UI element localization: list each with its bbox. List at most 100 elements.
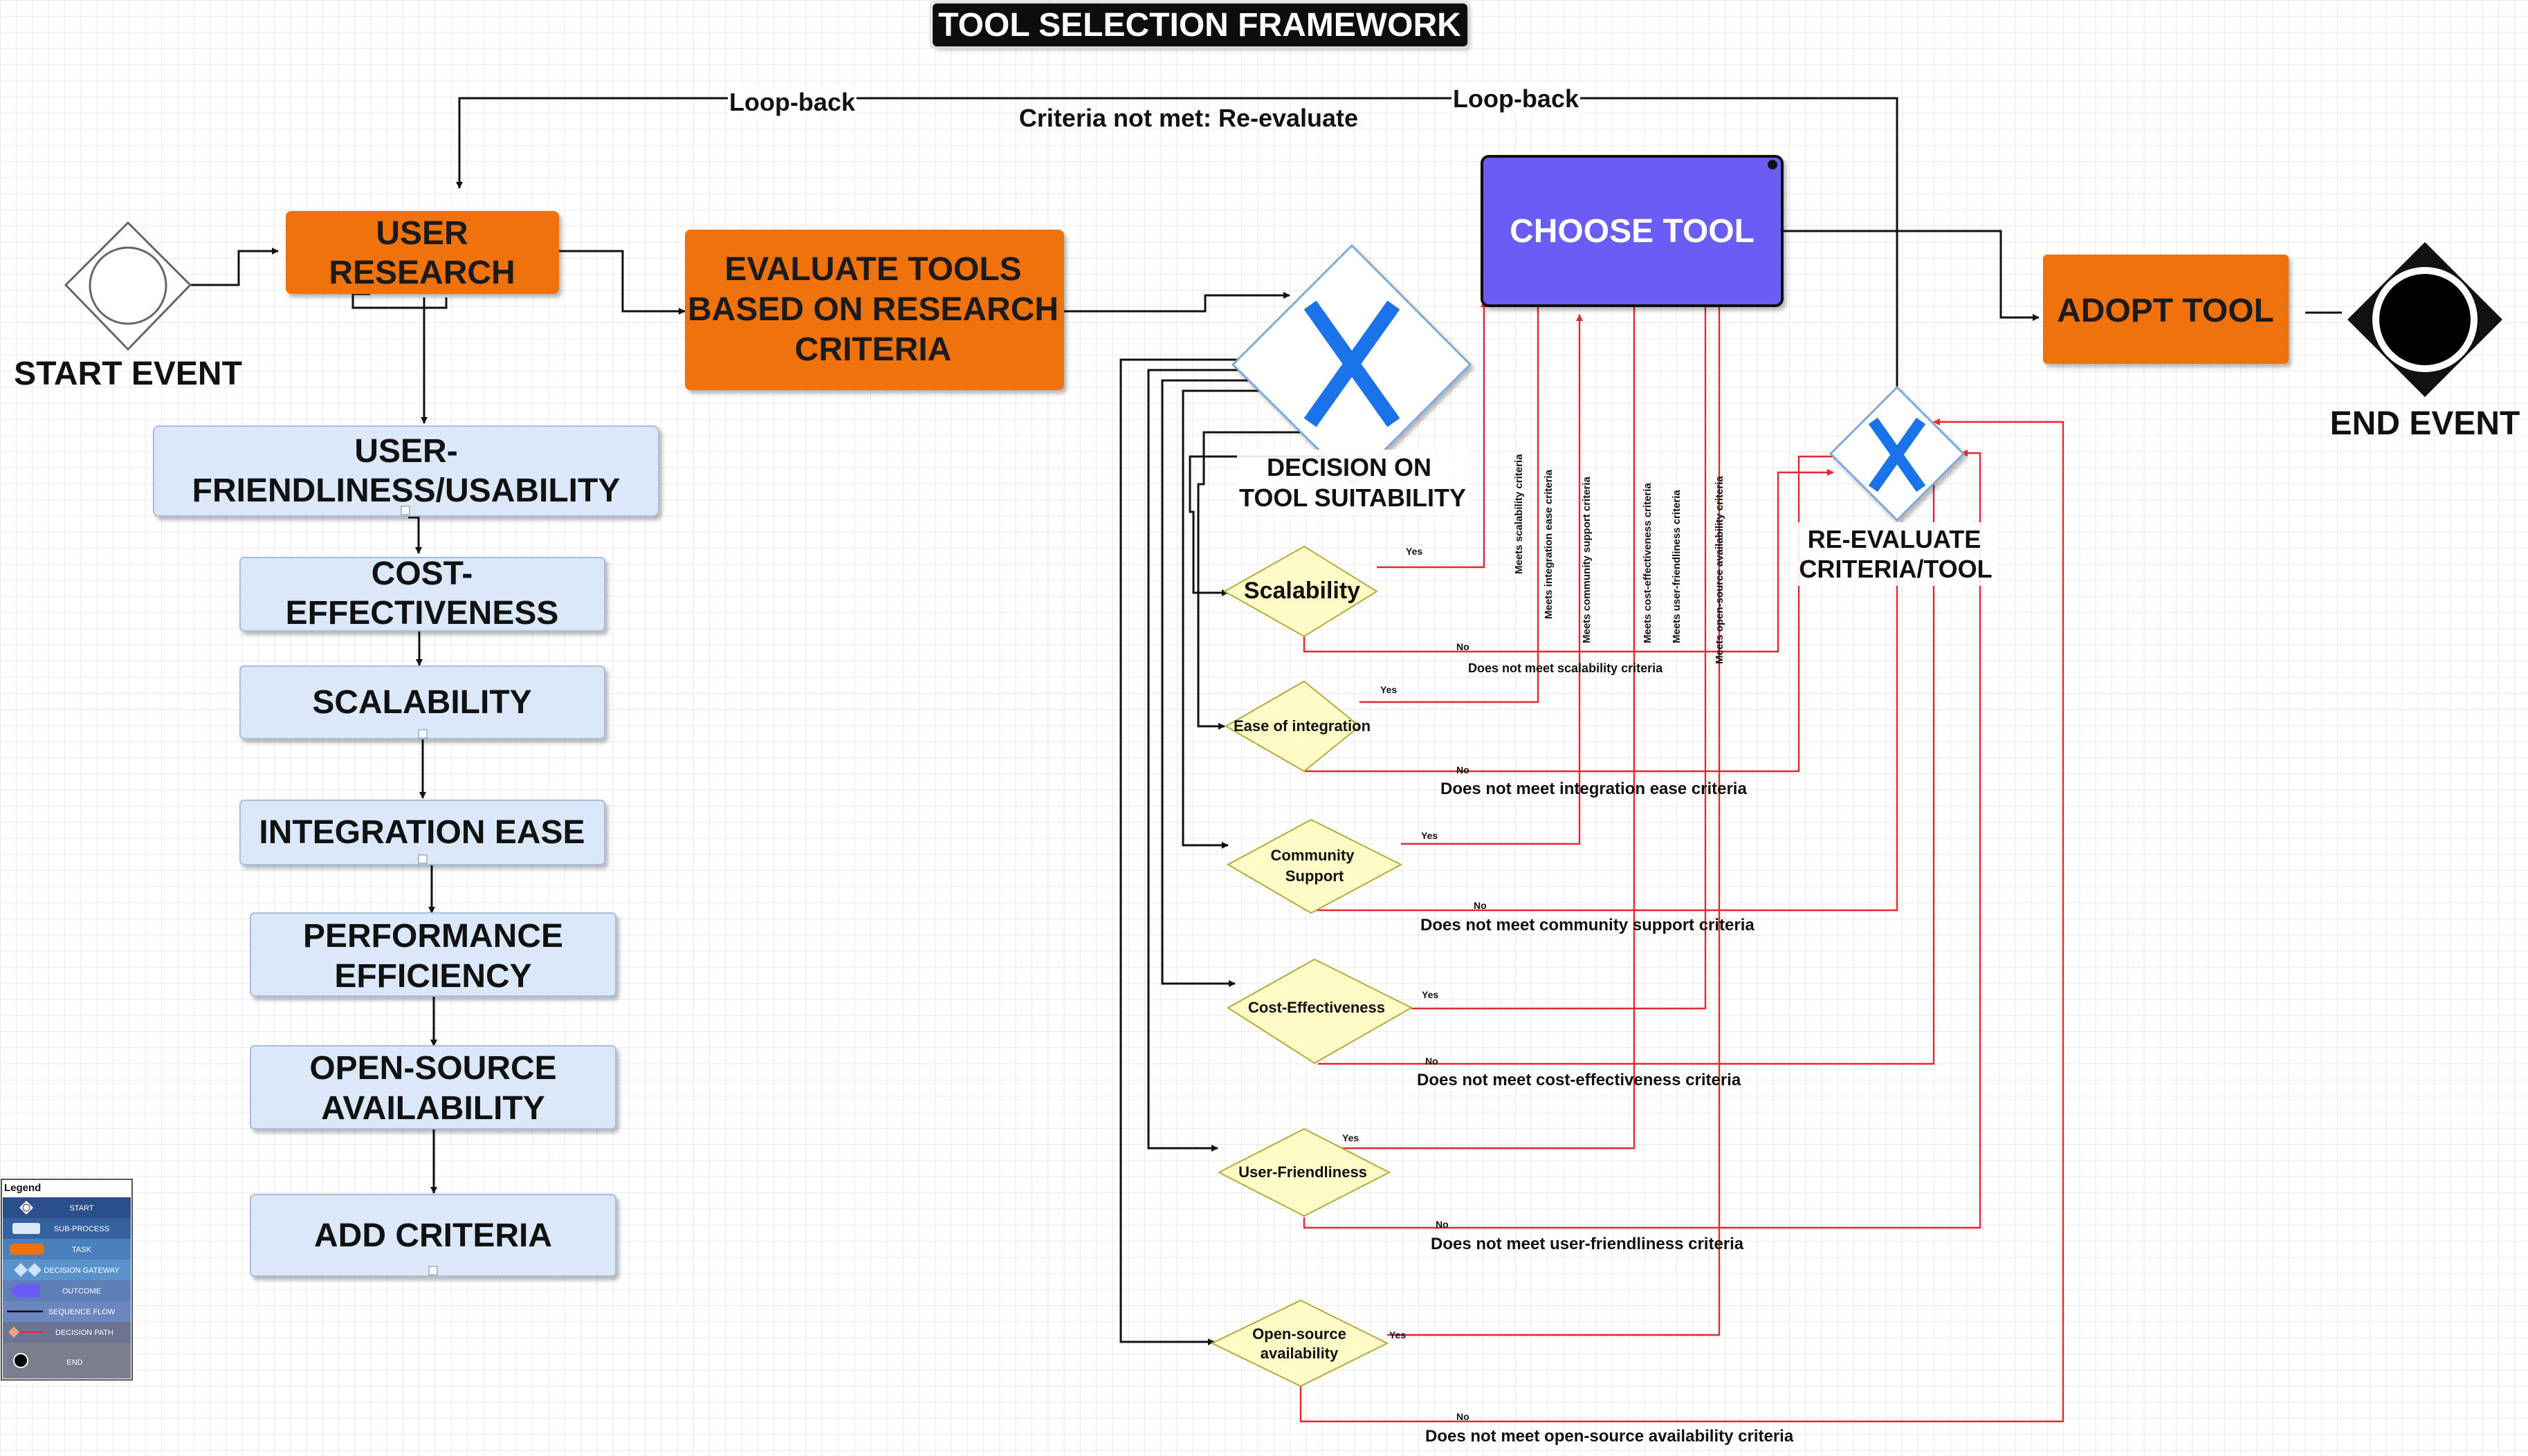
decision-integration[interactable]: Ease of integration: [1224, 680, 1371, 773]
flow-loopback: [456, 97, 1898, 432]
expand-icon[interactable]: [418, 729, 428, 739]
subprocess-cost[interactable]: COST- EFFECTIVENESS: [239, 555, 605, 632]
no-path-scalability: [1303, 469, 1834, 653]
no-label: No: [1456, 1411, 1469, 1422]
meets-label-opensource: Meets open-source availability criteria: [1714, 476, 1725, 664]
decision-integration-label: Ease of integration: [1234, 717, 1371, 735]
subprocess-usability-line2: FRIENDLINESS/USABILITY: [192, 472, 621, 509]
legend-item: DECISION GATEWAY: [44, 1266, 120, 1275]
decision-opensource[interactable]: Open-source availability: [1210, 1299, 1389, 1388]
loopback-label-left: Loop-back: [729, 88, 856, 116]
decision-userfriendliness[interactable]: User-Friendliness: [1217, 1127, 1391, 1217]
expand-icon[interactable]: [428, 1266, 438, 1275]
fail-label-community: Does not meet community support criteria: [1420, 916, 1755, 934]
decision-opensource-line1: Open-source: [1252, 1325, 1346, 1343]
choose-tool-marker: [1768, 160, 1777, 169]
flow-research-to-evaluate: [559, 250, 686, 315]
loop-labels: Loop-back Loop-back Criteria not met: Re…: [728, 82, 1580, 132]
no-path-community: [1315, 533, 1898, 912]
task-evaluate-line3: CRITERIA: [795, 331, 952, 368]
yes-label: Yes: [1422, 989, 1438, 1000]
start-circle: [89, 246, 167, 325]
flow-choose-to-adopt: [1782, 230, 2040, 321]
meets-label-cost: Meets cost-effectiveness criteria: [1642, 483, 1654, 643]
meets-label-scalability: Meets scalability criteria: [1513, 454, 1525, 574]
legend-item: OUTCOME: [62, 1287, 101, 1296]
gateway-decision-suitability[interactable]: DECISION ON TOOL SUITABILITY: [1231, 243, 1472, 515]
end-event[interactable]: END EVENT: [2330, 242, 2520, 442]
task-evaluate-line2: BASED ON RESEARCH: [688, 291, 1059, 328]
no-path-integration: [1304, 453, 1841, 773]
task-evaluate-tools[interactable]: EVALUATE TOOLS BASED ON RESEARCH CRITERI…: [685, 230, 1064, 390]
subprocess-integration[interactable]: INTEGRATION EASE: [239, 800, 605, 865]
subprocess-performance-line2: EFFICIENCY: [334, 958, 531, 995]
subprocess-scalability[interactable]: SCALABILITY: [239, 665, 605, 739]
subprocess-cost-line1: COST-: [372, 555, 473, 592]
legend-item: TASK: [72, 1246, 92, 1254]
sequence-flows: [190, 97, 2342, 1345]
yes-label: Yes: [1406, 546, 1422, 557]
end-circle-inner: [2379, 274, 2471, 365]
task-user-research-line1: USER: [376, 215, 468, 252]
no-label: No: [1456, 641, 1469, 652]
yes-path-userfriendliness: [1304, 300, 1638, 1150]
legend-item: END: [66, 1358, 82, 1367]
yes-no-labels: Yes Yes Yes Yes Yes Yes No No No No No N…: [1342, 546, 1487, 1422]
legend-task-icon: [10, 1244, 44, 1255]
gateway-reevaluate-line1: RE-EVALUATE: [1808, 525, 1981, 553]
meets-label-community: Meets community support criteria: [1581, 476, 1593, 643]
subprocess-performance[interactable]: PERFORMANCE EFFICIENCY: [250, 912, 616, 997]
subprocess-integration-label: INTEGRATION EASE: [259, 814, 585, 851]
decision-cost[interactable]: Cost-Effectiveness: [1227, 958, 1413, 1065]
decision-scalability[interactable]: Scalability: [1222, 545, 1378, 638]
task-user-research-line2: RESEARCH: [329, 255, 515, 291]
subprocess-usability-line1: USER-: [354, 433, 457, 470]
legend-decision-path-icon: [8, 1327, 19, 1338]
subprocess-cost-line2: EFFECTIVENESS: [286, 595, 559, 632]
no-label: No: [1436, 1219, 1449, 1230]
flow-evaluate-to-gateway: [1064, 292, 1290, 313]
legend-item: SEQUENCE FLOW: [48, 1308, 116, 1316]
subprocess-opensource[interactable]: OPEN-SOURCE AVAILABILITY: [250, 1045, 616, 1130]
fail-label-opensource: Does not meet open-source availability c…: [1425, 1427, 1794, 1446]
title-group: TOOL SELECTION FRAMEWORK: [929, 1, 1471, 49]
meets-label-userfriendliness: Meets user-friendliness criteria: [1671, 490, 1683, 643]
flow-gateway-to-opensource: [1119, 358, 1280, 1345]
subprocess-add-criteria-label: ADD CRITERIA: [314, 1217, 552, 1254]
flow-gateway-to-community: [1182, 389, 1304, 849]
decision-scalability-label: Scalability: [1244, 578, 1360, 604]
task-choose-label: CHOOSE TOOL: [1510, 213, 1755, 250]
loopback-label-right: Loop-back: [1453, 84, 1579, 113]
legend-item: SUB-PROCESS: [54, 1225, 109, 1233]
start-event[interactable]: START EVENT: [14, 221, 242, 392]
gateway-decision-line2: TOOL SUITABILITY: [1239, 483, 1466, 512]
task-evaluate-line1: EVALUATE TOOLS: [724, 251, 1021, 288]
yes-path-opensource: [1387, 300, 1723, 1336]
task-adopt-label: ADOPT TOOL: [2057, 293, 2274, 329]
gateway-reevaluate[interactable]: RE-EVALUATE CRITERIA/TOOL: [1795, 385, 1996, 586]
subprocess-opensource-line1: OPEN-SOURCE: [309, 1050, 556, 1087]
decision-cost-label: Cost-Effectiveness: [1248, 999, 1385, 1016]
subprocess-add-criteria[interactable]: ADD CRITERIA: [250, 1194, 616, 1277]
legend-title: Legend: [4, 1182, 41, 1194]
no-label: No: [1474, 900, 1487, 911]
page-title: TOOL SELECTION FRAMEWORK: [938, 7, 1461, 44]
expand-icon[interactable]: [401, 506, 410, 515]
expand-icon[interactable]: [418, 854, 428, 864]
decision-community[interactable]: Community Support: [1226, 818, 1403, 914]
task-adopt-tool[interactable]: ADOPT TOOL: [2043, 255, 2289, 364]
task-choose-tool[interactable]: CHOOSE TOOL: [1481, 155, 1784, 307]
decision-community-line2: Support: [1285, 867, 1344, 885]
legend-subprocess-icon: [12, 1223, 40, 1234]
decision-opensource-line2: availability: [1261, 1345, 1339, 1362]
yes-path-integration: [1359, 300, 1541, 703]
x-icon: [1303, 300, 1400, 427]
subprocess-usability[interactable]: USER- FRIENDLINESS/USABILITY: [153, 425, 659, 517]
fail-label-integration: Does not meet integration ease criteria: [1440, 780, 1747, 798]
criteria-not-met-label: Criteria not met: Re-evaluate: [1019, 104, 1358, 132]
decision-community-line1: Community: [1271, 847, 1355, 864]
task-user-research[interactable]: USER RESEARCH: [286, 211, 559, 294]
yes-label: Yes: [1342, 1132, 1359, 1143]
flow-research-self-loop: [351, 293, 448, 309]
